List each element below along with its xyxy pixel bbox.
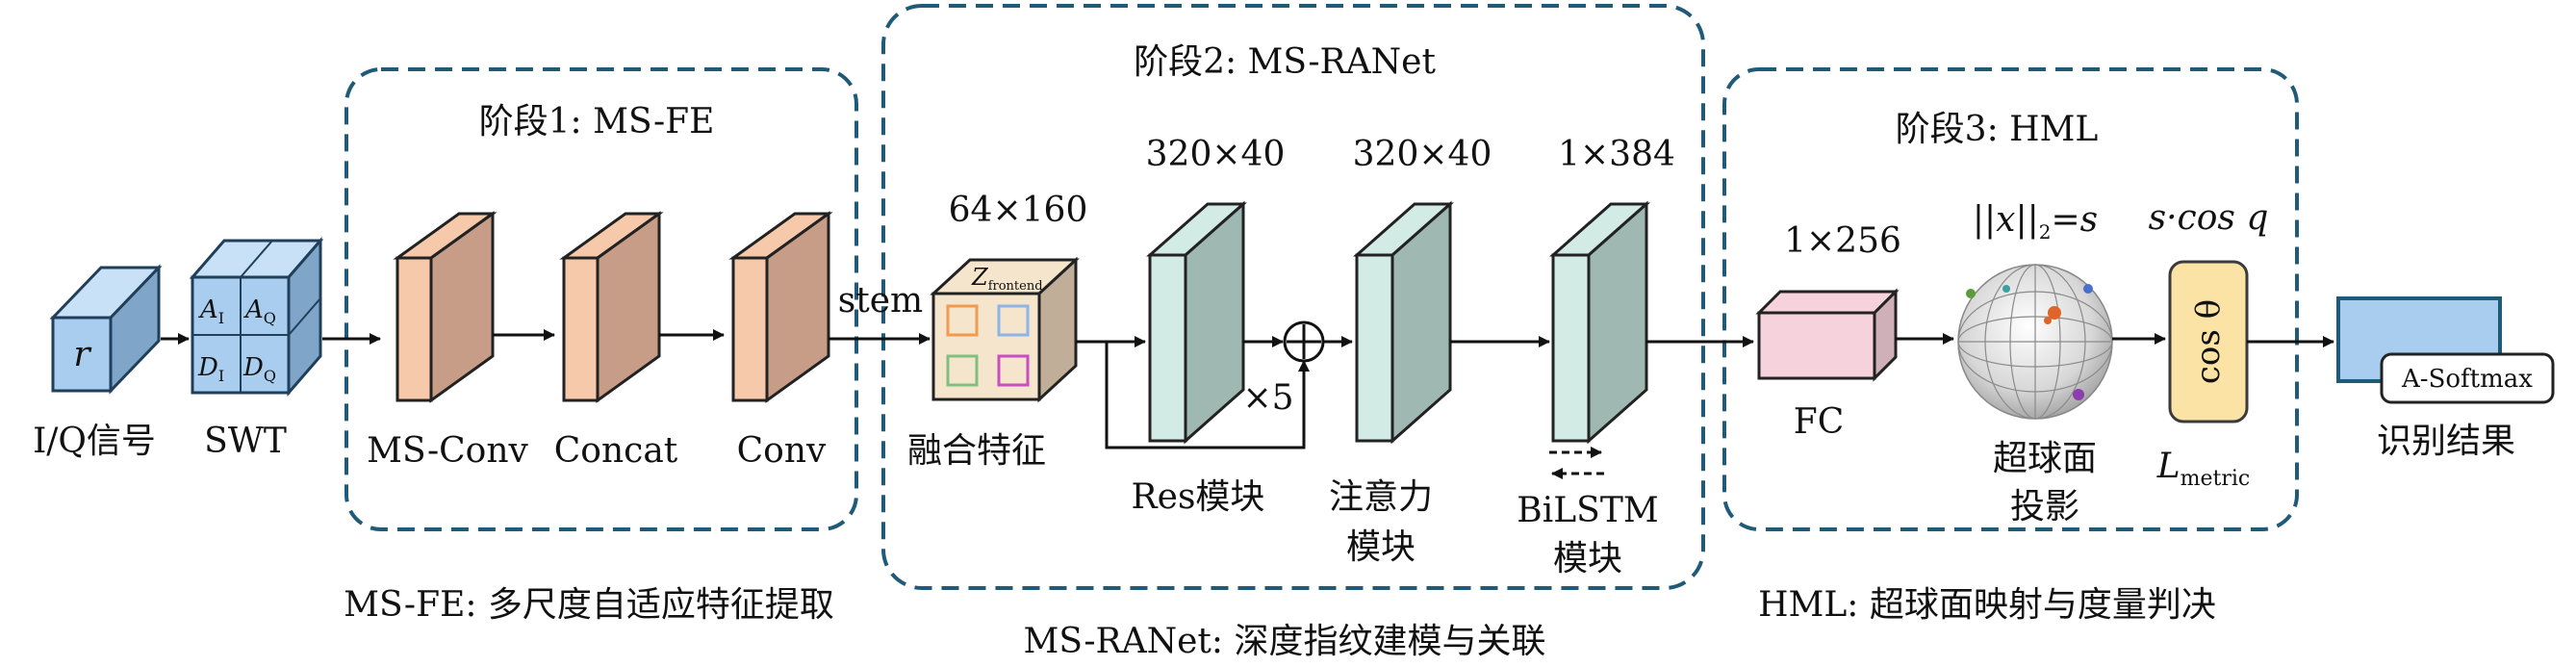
input-symbol: r (73, 335, 91, 374)
attention-dim: 320×40 (1353, 135, 1492, 174)
bilstm-dim: 1×384 (1558, 135, 1675, 174)
bilstm-label-1: BiLSTM (1517, 491, 1658, 530)
res-repeat: ×5 (1242, 378, 1293, 418)
res-dim: 320×40 (1146, 135, 1286, 174)
fusion-dim: 64×160 (949, 191, 1088, 230)
softmax-box (2380, 352, 2555, 404)
swt-cube (189, 236, 324, 398)
fusion-z: Zfrontend (971, 264, 1043, 294)
ms-conv-block (393, 211, 497, 403)
attention-block (1353, 200, 1454, 445)
cos-formula: s·cos q (2149, 198, 2269, 238)
stage1-box (344, 67, 858, 531)
attention-label-1: 注意力 (1329, 477, 1433, 517)
ms-conv-label: MS-Conv (367, 431, 528, 471)
conv-block (728, 211, 833, 403)
hypersphere-icon (1957, 264, 2113, 420)
hypersphere-formula: ||x||2=s (1973, 200, 2098, 244)
swt-cell-ai: AI (198, 295, 224, 327)
stage1-caption: MS-FE: 多尺度自适应特征提取 (344, 585, 834, 625)
swt-label: SWT (204, 422, 287, 461)
fc-block (1755, 288, 1900, 382)
stem-label: stem (838, 281, 923, 321)
res-block (1146, 200, 1247, 445)
concat-label: Concat (554, 431, 678, 471)
fc-label: FC (1794, 402, 1845, 442)
bidirectional-arrows-icon (1549, 447, 1604, 479)
swt-cell-dq: DQ (242, 353, 276, 385)
stage1-title: 阶段1: MS-FE (479, 102, 715, 141)
stage2-caption: MS-RANet: 深度指纹建模与关联 (1024, 622, 1546, 661)
softmax-label: A-Softmax (2401, 365, 2533, 394)
sum-node (1283, 321, 1325, 363)
stage2-title: 阶段2: MS-RANet (1134, 42, 1436, 82)
cos-box-text: cos θ (2189, 299, 2228, 384)
input-cube (49, 264, 163, 395)
loss-label: Lmetric (2156, 447, 2251, 491)
bilstm-block (1549, 200, 1650, 445)
swt-cell-di: DI (197, 353, 224, 385)
swt-cell-aq: AQ (243, 295, 276, 327)
attention-label-2: 模块 (1346, 527, 1416, 567)
hypersphere-label-1: 超球面 (1993, 439, 2097, 478)
stage3-title: 阶段3: HML (1896, 110, 2099, 149)
output-label: 识别结果 (2377, 422, 2515, 461)
input-label: I/Q信号 (33, 422, 156, 461)
stage3-caption: HML: 超球面映射与度量判决 (1758, 585, 2216, 625)
bilstm-label-2: 模块 (1553, 539, 1622, 578)
conv-label: Conv (737, 431, 827, 471)
fusion-cube (930, 256, 1080, 403)
fusion-label: 融合特征 (907, 431, 1046, 471)
hypersphere-label-2: 投影 (2010, 487, 2079, 526)
stage2-box (881, 4, 1705, 590)
concat-block (559, 211, 664, 403)
stage3-box (1722, 67, 2299, 531)
fc-dim: 1×256 (1784, 221, 1901, 261)
res-label: Res模块 (1132, 477, 1265, 517)
